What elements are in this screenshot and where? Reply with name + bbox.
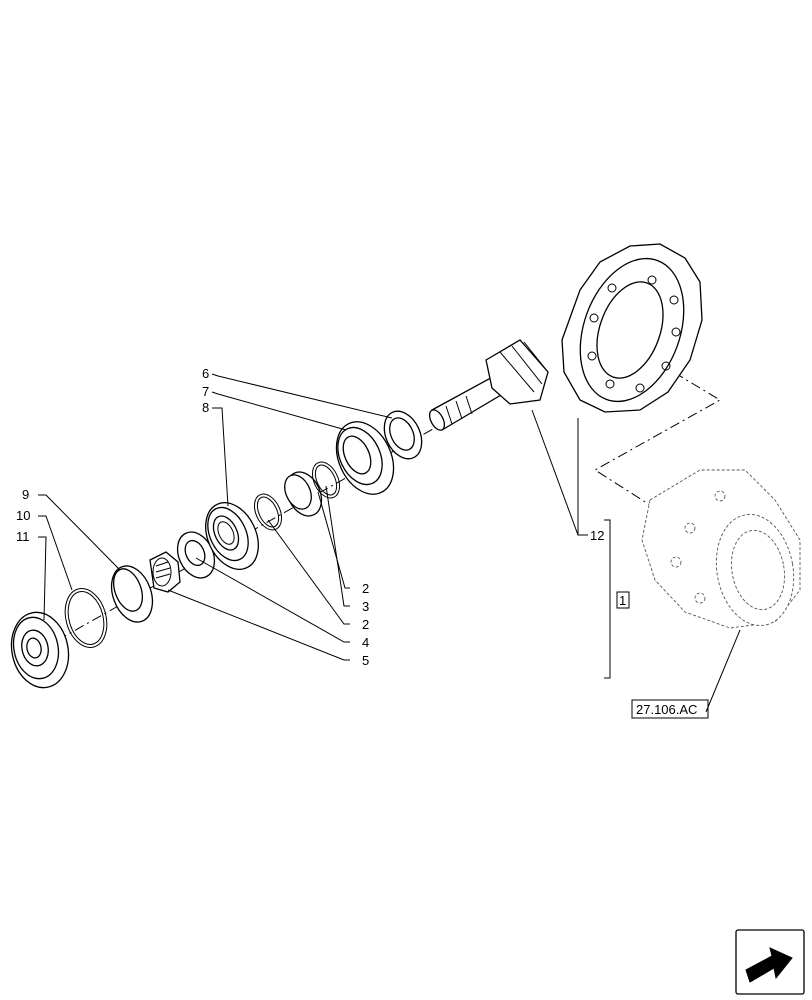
reference-label-box xyxy=(631,699,709,719)
callout-12: 12 xyxy=(590,528,604,543)
part-12-pinion-shaft xyxy=(428,339,549,431)
reference-label[interactable]: 27.106.AC xyxy=(636,702,697,717)
reference-link[interactable]: 27.106.AC xyxy=(631,699,709,719)
callout-8: 8 xyxy=(202,400,209,415)
callout-7: 7 xyxy=(202,384,209,399)
part-9-ring xyxy=(110,565,154,623)
callout-2-lower: 2 xyxy=(362,617,369,632)
callout-10: 10 xyxy=(16,508,30,523)
part-4-washer xyxy=(176,531,216,579)
callout-6: 6 xyxy=(202,366,209,381)
part-10-o-ring xyxy=(64,588,108,648)
callout-3: 3 xyxy=(362,599,369,614)
part-7-bearing xyxy=(335,421,395,495)
callout-5: 5 xyxy=(362,653,369,668)
part-12-ring-gear xyxy=(561,243,703,413)
callout-9: 9 xyxy=(22,487,29,502)
callout-1: 1 xyxy=(619,593,626,608)
callout-1-box xyxy=(616,591,630,609)
differential-housing-reference xyxy=(641,469,801,629)
leader-lines xyxy=(38,373,741,713)
part-5-nut xyxy=(149,551,181,593)
callout-11: 11 xyxy=(16,529,30,544)
callout-2-upper: 2 xyxy=(362,581,369,596)
ring-gear-to-housing-line xyxy=(594,351,721,506)
part-2-snap-ring-upper xyxy=(311,461,341,499)
part-2-snap-ring-lower xyxy=(253,493,283,531)
callout-4: 4 xyxy=(362,635,369,650)
part-8-bearing xyxy=(205,502,259,570)
part-11-flange xyxy=(10,611,70,689)
next-page-arrow-icon[interactable] xyxy=(735,929,805,995)
part-3-spacer xyxy=(284,471,323,517)
part-6-shim xyxy=(383,410,423,460)
